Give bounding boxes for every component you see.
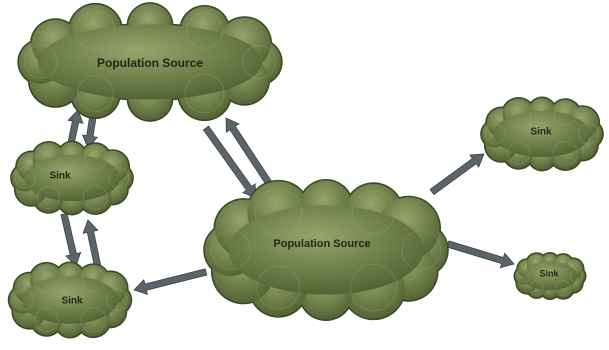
arrows-layer (60, 109, 515, 296)
arrow-source-center-to-sink-right-lower (446, 240, 515, 269)
cloud-label-sink-right-lower: Sink (539, 268, 559, 278)
arrow-source-top-to-source-center (202, 125, 257, 199)
cloud-label-population-source-top: Population Source (97, 56, 203, 70)
cloud-population-source-center: Population Source (203, 178, 449, 322)
cloud-sink-right-lower: Sink (513, 252, 587, 300)
cloud-label-population-source-center: Population Source (273, 238, 370, 250)
cloud-sink-left-upper: Sink (10, 140, 134, 216)
arrow-source-center-to-sink-right-upper (429, 153, 485, 196)
cloud-label-sink-right-upper: Sink (530, 127, 552, 138)
arrow-sink-left-lower-to-sink-left-upper (82, 219, 102, 270)
cloud-population-source-top: Population Source (17, 2, 283, 122)
arrow-sink-left-upper-to-sink-left-lower (60, 212, 82, 267)
cloud-sink-right-upper: Sink (480, 96, 604, 172)
cloud-sink-left-lower: Sink (7, 261, 133, 339)
cloud-label-sink-left-lower: Sink (61, 296, 83, 307)
cloud-label-sink-left-upper: Sink (49, 171, 71, 182)
arrow-source-center-to-sink-left-lower (133, 268, 208, 296)
